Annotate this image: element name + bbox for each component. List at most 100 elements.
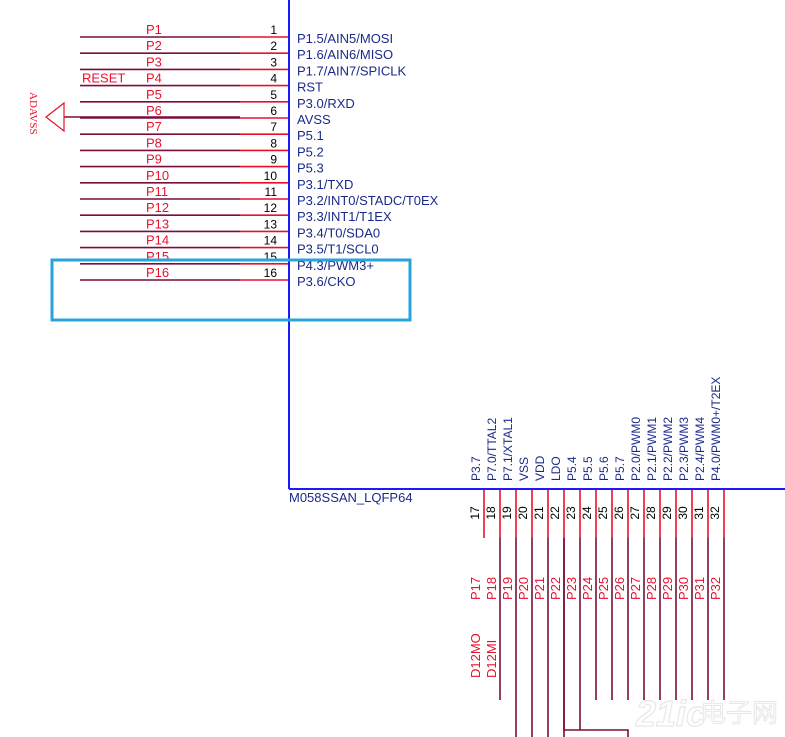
pin-number: 10 bbox=[264, 169, 278, 183]
watermark: 21ic 电子网 bbox=[634, 692, 778, 734]
net-label-extra: RESET bbox=[82, 71, 125, 86]
pin-name: P5.2 bbox=[297, 144, 324, 159]
pin-name: P5.7 bbox=[613, 456, 627, 481]
pin-number: 30 bbox=[676, 506, 690, 520]
pin-name: P4.0/PWM0+/T2EX bbox=[709, 377, 723, 481]
highlight-box bbox=[50, 258, 412, 322]
pin-number: 29 bbox=[660, 506, 674, 520]
pin-number: 27 bbox=[628, 506, 642, 520]
pin-number: 25 bbox=[596, 506, 610, 520]
adavss-label: ADAVSS bbox=[27, 92, 39, 135]
pin-number: 1 bbox=[270, 23, 277, 37]
net-label: P3 bbox=[146, 54, 162, 69]
net-label: P10 bbox=[146, 168, 169, 183]
net-label: P12 bbox=[146, 200, 169, 215]
pin-number: 15 bbox=[264, 250, 278, 264]
net-label: P6 bbox=[146, 103, 162, 118]
pin-number: 22 bbox=[548, 506, 562, 520]
pin-number: 11 bbox=[265, 185, 278, 199]
pin-name: AVSS bbox=[297, 112, 331, 127]
net-label: P20 bbox=[516, 577, 531, 600]
pin-number: 18 bbox=[484, 506, 498, 520]
pin-name: P5.4 bbox=[565, 456, 579, 481]
pin-name: P2.1/PWM1 bbox=[645, 417, 659, 481]
pin-name: P3.3/INT1/T1EX bbox=[297, 209, 392, 224]
ldo-route-wire bbox=[563, 538, 629, 737]
net-label: P13 bbox=[146, 216, 169, 231]
net-label: P29 bbox=[660, 577, 675, 600]
pin-number: 24 bbox=[580, 506, 594, 520]
pin-name: P2.4/PWM4 bbox=[693, 417, 707, 481]
pin-number: 32 bbox=[708, 506, 722, 520]
pin-name: VDD bbox=[533, 455, 547, 481]
pin-number: 12 bbox=[264, 201, 278, 215]
pin-name: P5.5 bbox=[581, 456, 595, 481]
pin-number: 3 bbox=[270, 55, 277, 69]
part-name: M058SSAN_LQFP64 bbox=[289, 490, 413, 505]
net-label: P26 bbox=[612, 577, 627, 600]
net-label: P32 bbox=[708, 577, 723, 600]
net-label: P2 bbox=[146, 38, 162, 53]
pin-name: VSS bbox=[517, 457, 531, 481]
pin-name: P3.5/T1/SCL0 bbox=[297, 242, 379, 257]
pin-number: 6 bbox=[270, 104, 277, 118]
pin-number: 2 bbox=[270, 39, 277, 53]
pin-number: 17 bbox=[468, 506, 482, 520]
pin-name: P7.1/XTAL1 bbox=[501, 417, 515, 481]
net-label: P30 bbox=[676, 577, 691, 600]
pin-number: 8 bbox=[270, 136, 277, 150]
watermark-cn: 电子网 bbox=[700, 699, 778, 729]
adavss-symbol: ADAVSS bbox=[27, 92, 65, 135]
pin-name: P7.0/TTAL2 bbox=[485, 418, 499, 481]
pin-name: P5.6 bbox=[597, 456, 611, 481]
pin-name: P3.0/RXD bbox=[297, 96, 355, 111]
net-label: P14 bbox=[146, 233, 169, 248]
pin-name: P2.3/PWM3 bbox=[677, 417, 691, 481]
pin-name: P4.3/PWM3+ bbox=[297, 258, 374, 273]
net-label: P23 bbox=[564, 577, 579, 600]
pin-name: P3.1/TXD bbox=[297, 177, 353, 192]
pin-number: 28 bbox=[644, 506, 658, 520]
net-label: P8 bbox=[146, 135, 162, 150]
pin-number: 7 bbox=[270, 120, 277, 134]
pin-number: 31 bbox=[692, 506, 706, 520]
net-label: P28 bbox=[644, 577, 659, 600]
pin-name: RST bbox=[297, 80, 323, 95]
net-label-extra: D12MI bbox=[484, 640, 499, 678]
net-label: P25 bbox=[596, 577, 611, 600]
pin-number: 5 bbox=[270, 88, 277, 102]
pin-number: 16 bbox=[264, 266, 278, 280]
pin-name: P1.6/AIN6/MISO bbox=[297, 47, 393, 62]
watermark-main: 21ic bbox=[635, 693, 706, 734]
pin-number: 9 bbox=[270, 153, 277, 167]
pin-name: P1.5/AIN5/MOSI bbox=[297, 31, 393, 46]
net-label: P7 bbox=[146, 119, 162, 134]
pin-name: P3.6/CKO bbox=[297, 274, 356, 289]
pin-number: 4 bbox=[270, 72, 277, 86]
net-label: P1 bbox=[146, 22, 162, 37]
pin-name: P3.2/INT0/STADC/T0EX bbox=[297, 193, 439, 208]
net-label: P22 bbox=[548, 577, 563, 600]
pin-number: 21 bbox=[532, 506, 546, 520]
net-label: P17 bbox=[468, 577, 483, 600]
chip-body bbox=[288, 0, 785, 490]
pin-number: 20 bbox=[516, 506, 530, 520]
pin-number: 23 bbox=[564, 506, 578, 520]
pin-number: 14 bbox=[264, 234, 278, 248]
pin-name: P3.4/T0/SDA0 bbox=[297, 225, 380, 240]
pin-name: P1.7/AIN7/SPICLK bbox=[297, 63, 406, 78]
wire-layer bbox=[64, 36, 725, 737]
pin-name: P5.3 bbox=[297, 161, 324, 176]
ground-triangle-icon bbox=[45, 101, 65, 133]
pin-number: 26 bbox=[612, 506, 626, 520]
net-label: P21 bbox=[532, 577, 547, 600]
pin-name: LDO bbox=[549, 456, 563, 481]
pin-name: P2.2/PWM2 bbox=[661, 417, 675, 481]
pin-number: 19 bbox=[500, 506, 514, 520]
pin-name: P2.0/PWM0 bbox=[629, 417, 643, 481]
net-label: P4 bbox=[146, 71, 162, 86]
net-label: P24 bbox=[580, 577, 595, 600]
net-label: P15 bbox=[146, 249, 169, 264]
